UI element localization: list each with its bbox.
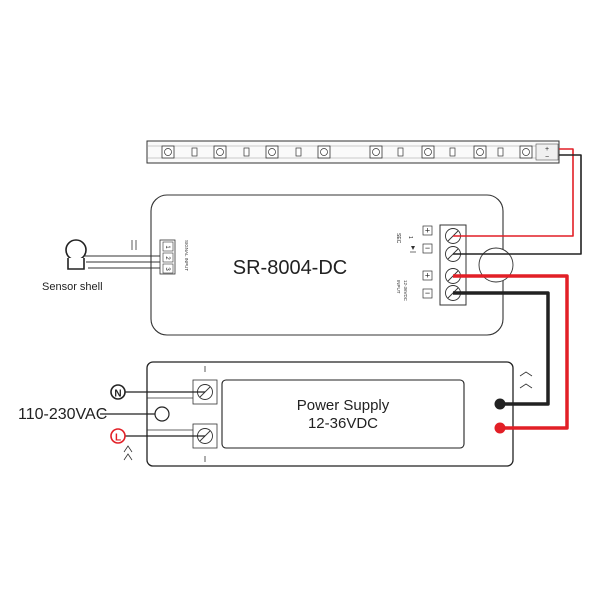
sec-plus-sign: + [425, 226, 430, 236]
cable-gland [478, 247, 514, 283]
input-plus-sign: + [425, 271, 430, 281]
mains-voltage-label: 110-230VAC [18, 406, 107, 423]
resistor [243, 147, 250, 157]
sec-minus-sign: − [425, 243, 430, 253]
input-label: INPUT [396, 280, 401, 294]
controller-sr-8004-dc: SR-8004-DC 1 2 3 SIGNAL INPUT [150, 194, 514, 336]
sensor-shell-label: Sensor shell [42, 281, 103, 293]
resistor [295, 147, 302, 157]
mains-ac: N L 110-230VAC [18, 384, 205, 444]
strip-plus-label: + [545, 146, 549, 153]
pin-2-label: 2 [164, 256, 170, 260]
led-chip-lens [268, 148, 276, 156]
earth-terminal-icon [154, 406, 170, 422]
live-marker [110, 428, 126, 444]
sensor-head-icon [65, 239, 87, 261]
led-chip-lens [522, 148, 530, 156]
signal-input-label: SIGNAL INPUT [184, 240, 189, 271]
led-chip-row [161, 145, 533, 159]
led-chip-lens [320, 148, 328, 156]
pin-1-label: 1 [164, 245, 170, 249]
led-chip-lens [372, 148, 380, 156]
led-chip-lens [216, 148, 224, 156]
strip-minus-label: − [545, 154, 549, 161]
wire-input-negative [453, 291, 550, 406]
neutral-marker [110, 384, 126, 400]
power-supply-voltage: 12-36VDC [308, 415, 378, 432]
wire-led-positive [453, 148, 574, 237]
controller-model-label: SR-8004-DC [233, 257, 347, 279]
sec-number-label: 1 [407, 236, 413, 239]
signal-pins: 1 2 3 [162, 241, 174, 274]
resistor [497, 147, 504, 157]
led-chip-lens [476, 148, 484, 156]
wire-input-positive [453, 274, 569, 430]
polarity-markers: + − + − [422, 226, 433, 299]
led-chip-lens [424, 148, 432, 156]
power-supply: Power Supply 12-36VDC [123, 361, 533, 467]
resistor [449, 147, 456, 157]
sec-label: SEC [395, 233, 401, 244]
input-minus-sign: − [425, 288, 430, 298]
resistor [397, 147, 404, 157]
neutral-label: N [114, 389, 121, 400]
power-supply-title: Power Supply [297, 397, 390, 414]
sensor-shell: Sensor shell [42, 239, 160, 293]
led-chip-lens [164, 148, 172, 156]
input-voltage-label: 12-36VDC [403, 280, 408, 302]
resistor [191, 147, 198, 157]
pin-3-label: 3 [164, 267, 170, 271]
wire-led-negative [453, 154, 582, 255]
wiring [453, 148, 582, 430]
live-label: L [115, 433, 121, 444]
led-symbol-icon [410, 246, 416, 253]
led-strip: + − [146, 140, 560, 164]
